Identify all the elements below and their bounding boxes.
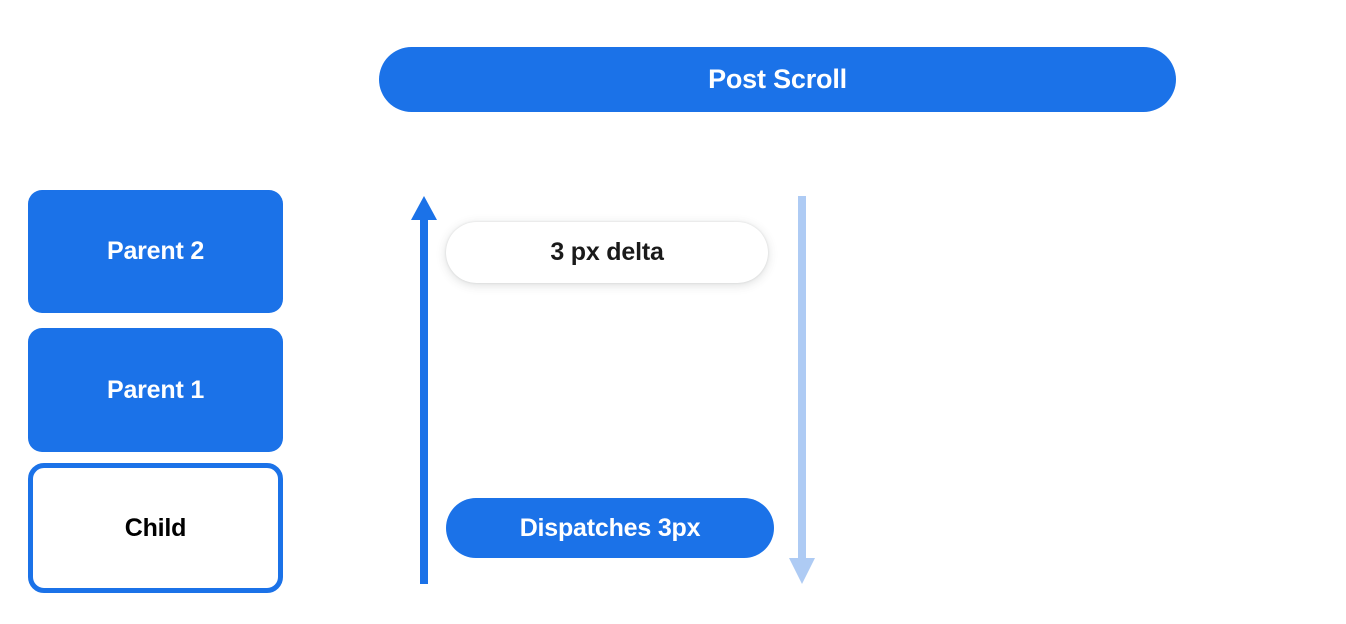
scroll-up-arrow-icon (411, 196, 437, 584)
post-scroll-banner: Post Scroll (379, 47, 1176, 112)
post-scroll-banner-label: Post Scroll (708, 64, 847, 94)
delta-callout-label: 3 px delta (550, 238, 664, 266)
dispatch-callout-label: Dispatches 3px (519, 513, 701, 542)
stack-box-child: Child (28, 463, 283, 593)
dispatch-callout-pill: Dispatches 3px (446, 498, 774, 558)
stack-box-parent-2: Parent 2 (28, 190, 283, 313)
delta-callout-pill: 3 px delta (446, 222, 768, 283)
scroll-down-arrow-icon (789, 196, 815, 584)
stack-box-child-label: Child (124, 513, 187, 542)
stack-box-parent-2-label: Parent 2 (106, 237, 205, 265)
stack-box-parent-1-label: Parent 1 (106, 375, 205, 404)
stack-box-parent-1: Parent 1 (28, 328, 283, 452)
